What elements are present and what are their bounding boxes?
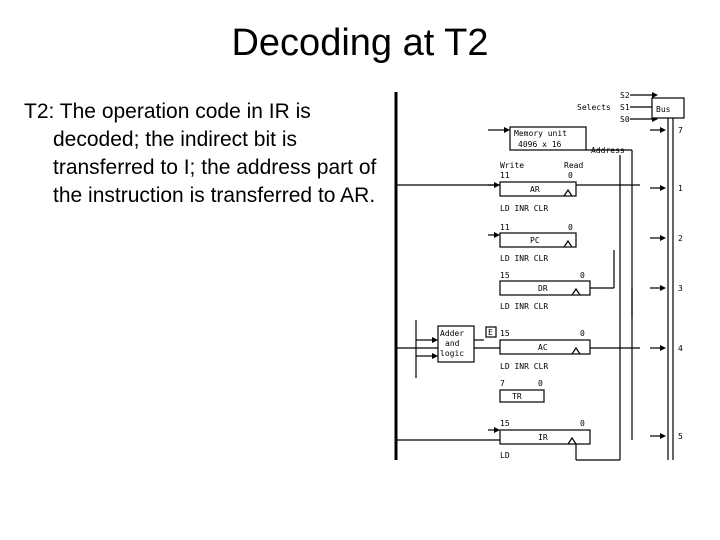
s1-label: S1 — [620, 103, 630, 112]
ac-lsb: 0 — [580, 329, 585, 338]
bus-input-4: 4 — [678, 344, 683, 353]
ac-label: AC — [538, 343, 548, 352]
pc-msb: 11 — [500, 223, 510, 232]
slide-title: Decoding at T2 — [231, 22, 489, 64]
bus-input-7: 7 — [678, 126, 683, 135]
bus-input-2: 2 — [678, 234, 683, 243]
ir-register — [499, 429, 591, 445]
ir-msb: 15 — [500, 419, 510, 428]
ir-controls: LD — [500, 451, 510, 460]
read-label: Read — [564, 161, 583, 170]
ac-register — [499, 339, 591, 355]
adder-line1: Adder — [440, 329, 464, 338]
ar-register — [499, 181, 577, 197]
adder-logic-box — [437, 325, 475, 363]
tr-label: TR — [512, 392, 522, 401]
body-paragraph: T2: The operation code in IR is decoded;… — [24, 100, 377, 207]
memory-line2: 4096 x 16 — [518, 140, 562, 149]
tr-lsb: 0 — [538, 379, 543, 388]
ar-controls: LD INR CLR — [500, 204, 548, 213]
ir-label: IR — [538, 433, 548, 442]
ac-msb: 15 — [500, 329, 510, 338]
s2-label: S2 — [620, 91, 630, 100]
adder-line2: and — [445, 339, 460, 348]
adder-line3: logic — [440, 349, 464, 358]
memory-line1: Memory unit — [514, 129, 567, 138]
pc-lsb: 0 — [568, 223, 573, 232]
ar-label: AR — [530, 185, 540, 194]
tr-register — [499, 389, 545, 403]
pc-label: PC — [530, 236, 540, 245]
s0-label: S0 — [620, 115, 630, 124]
bus-input-5: 5 — [678, 432, 683, 441]
bus-input-1: 1 — [678, 184, 683, 193]
bus-input-3: 3 — [678, 284, 683, 293]
dr-controls: LD INR CLR — [500, 302, 548, 311]
ir-lsb: 0 — [580, 419, 585, 428]
dr-lsb: 0 — [580, 271, 585, 280]
selects-label: Selects — [577, 103, 611, 112]
bus-select-box — [651, 97, 685, 119]
pc-register — [499, 232, 577, 248]
bus-label: Bus — [656, 105, 671, 114]
e-flipflop — [485, 326, 497, 338]
ar-lsb: 0 — [568, 171, 573, 180]
body-text: T2: The operation code in IR is decoded;… — [24, 98, 384, 210]
memory-unit-box — [509, 126, 587, 151]
ac-controls: LD INR CLR — [500, 362, 548, 371]
dr-msb: 15 — [500, 271, 510, 280]
e-label: E — [488, 328, 493, 337]
write-label: Write — [500, 161, 524, 170]
pc-controls: LD INR CLR — [500, 254, 548, 263]
dr-label: DR — [538, 284, 548, 293]
tr-msb: 7 — [500, 379, 505, 388]
ar-msb: 11 — [500, 171, 510, 180]
